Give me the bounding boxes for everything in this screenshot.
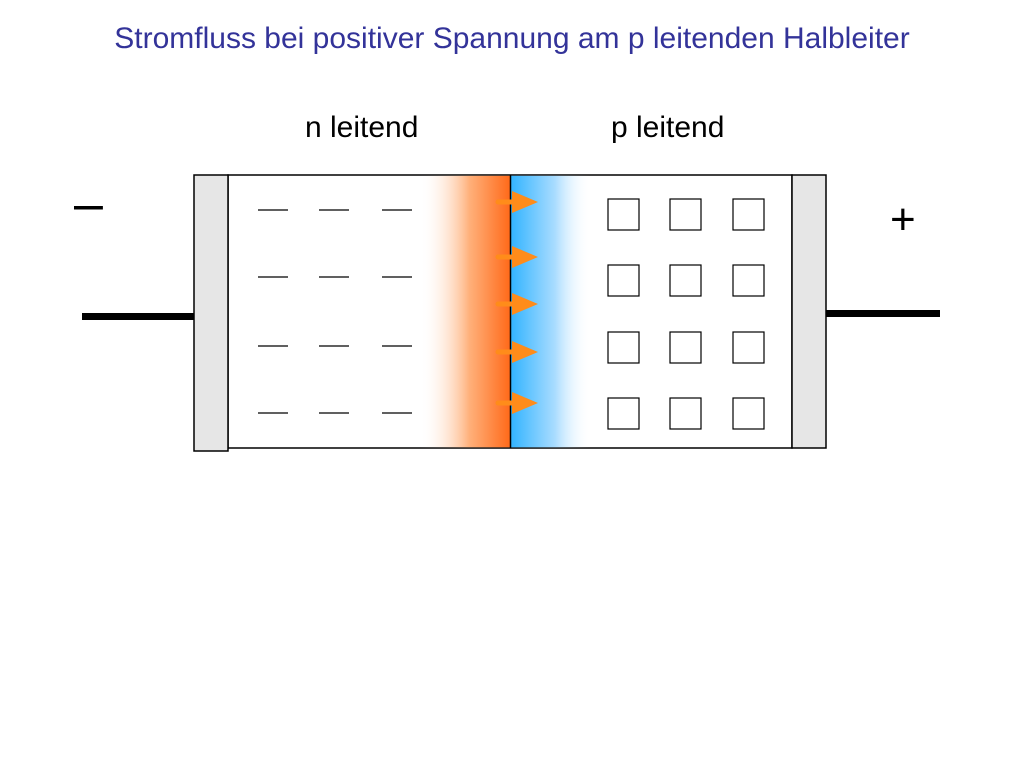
hole-mark xyxy=(607,331,640,364)
hole-mark xyxy=(732,198,765,231)
hole-mark xyxy=(669,264,702,297)
electron-group xyxy=(258,209,412,414)
hole-mark xyxy=(732,264,765,297)
current-flow-arrow xyxy=(495,246,538,268)
hole-mark xyxy=(669,198,702,231)
p-region-label: p leitend xyxy=(611,111,725,144)
hole-mark xyxy=(732,331,765,364)
hole-mark xyxy=(669,397,702,430)
hole-mark xyxy=(607,198,640,231)
hole-mark xyxy=(732,397,765,430)
hole-mark xyxy=(607,397,640,430)
n-region-label: n leitend xyxy=(305,111,419,144)
left-contact xyxy=(193,174,229,452)
hole-mark xyxy=(607,264,640,297)
current-flow-arrow xyxy=(495,191,538,213)
right-lead-wire xyxy=(826,310,940,317)
negative-terminal-sign: – xyxy=(74,175,103,233)
n-depletion-zone xyxy=(420,175,510,448)
current-flow-arrow xyxy=(495,293,538,315)
current-flow-arrow xyxy=(495,341,538,363)
page-title: Stromfluss bei positiver Spannung am p l… xyxy=(114,22,910,55)
left-lead-wire xyxy=(82,313,194,320)
current-arrow-group xyxy=(495,191,538,414)
right-contact xyxy=(791,174,827,449)
current-flow-arrow xyxy=(495,392,538,414)
hole-mark xyxy=(669,331,702,364)
positive-terminal-sign: + xyxy=(890,195,916,244)
hole-group xyxy=(607,198,765,430)
